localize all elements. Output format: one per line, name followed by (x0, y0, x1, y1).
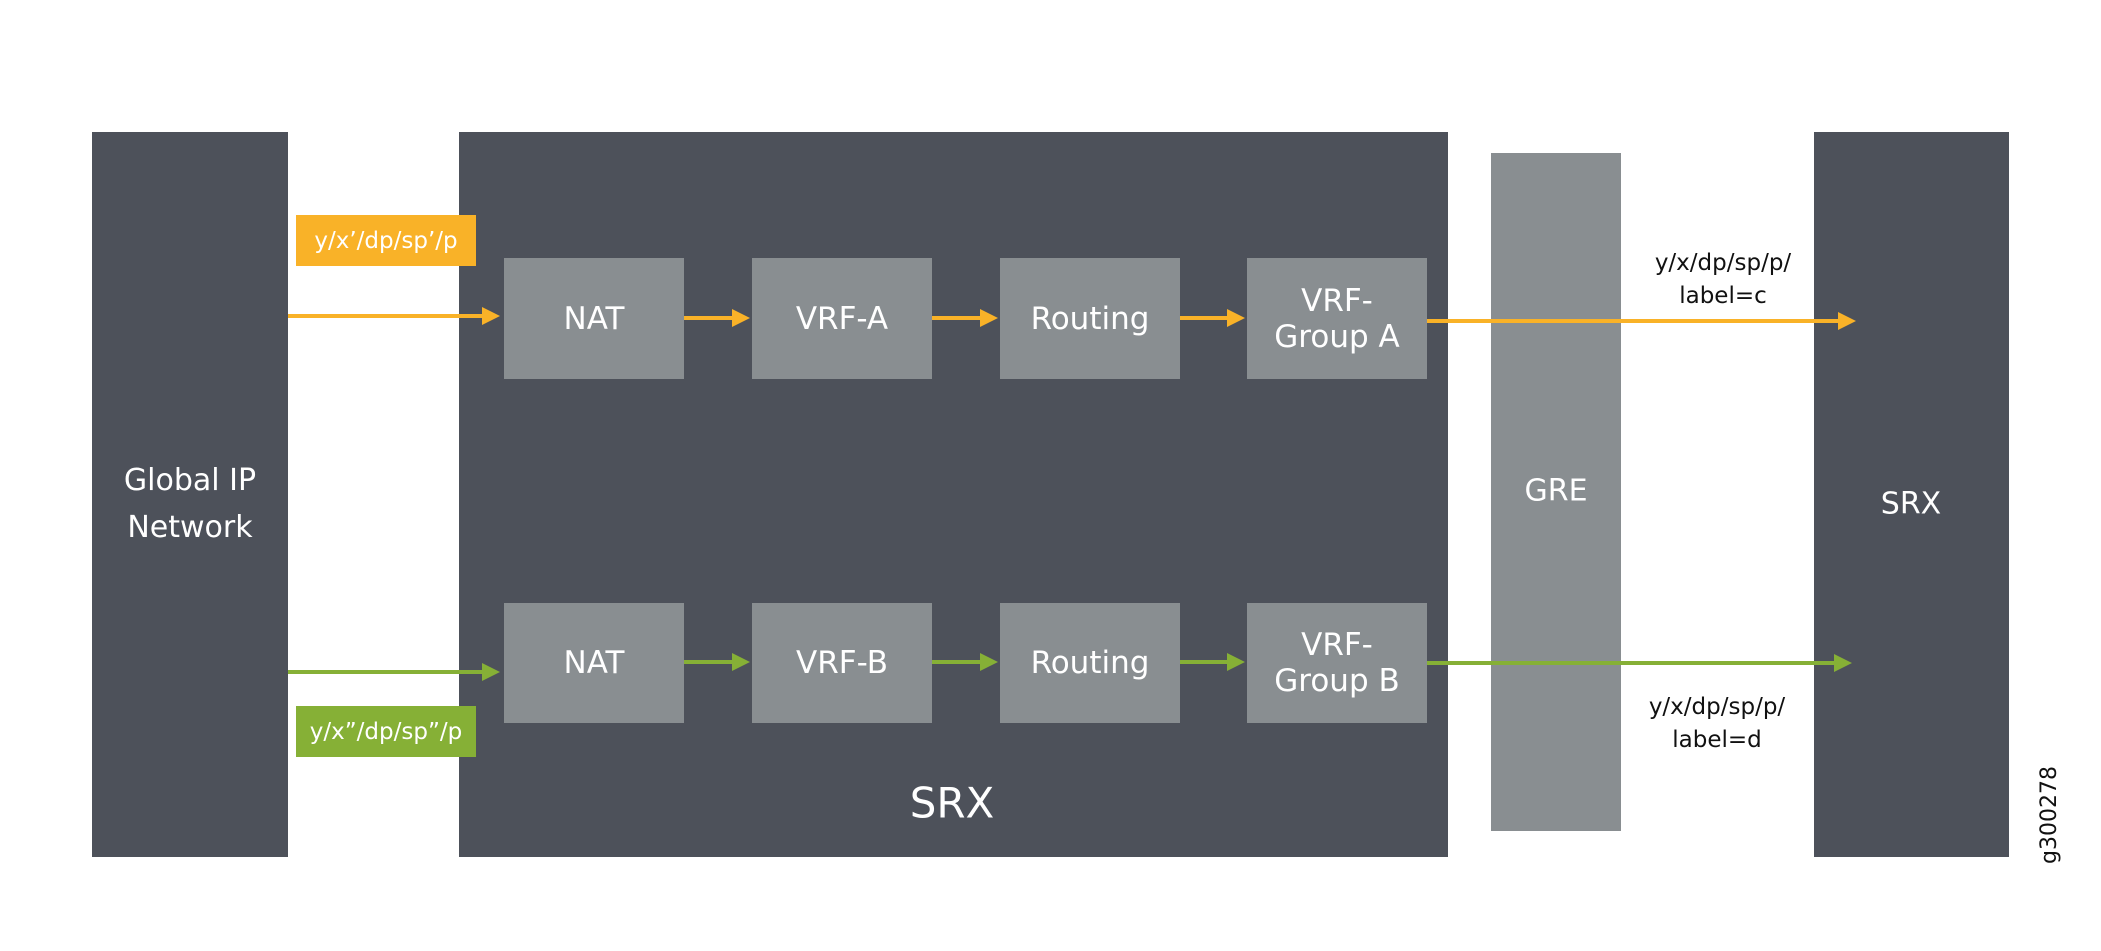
flow-b-vrf-group-b-box: VRF- Group B (1247, 603, 1427, 723)
srx-main-label: SRX (909, 778, 995, 828)
flow-b-nat-box: NAT (504, 603, 684, 723)
flow-a-arrow-vrf-to-routing (932, 309, 998, 327)
flow-a-routing-box: Routing (1000, 258, 1180, 379)
global-ip-network-label-line1: Global IP (123, 463, 257, 498)
srx-main-block: SRX (459, 132, 1448, 857)
flow-a-arrow-in-head (482, 307, 500, 325)
flow-b-input-label-text: y/x”/dp/sp”/p (309, 718, 463, 745)
flow-b-arrow-vrf-to-routing (932, 653, 998, 671)
flow-b-arrow-in (288, 663, 500, 681)
flow-a-vrf-group-a-box: VRF- Group A (1247, 258, 1427, 379)
flow-b-routing-label: Routing (1030, 645, 1150, 681)
flow-b-routing-box: Routing (1000, 603, 1180, 723)
flow-a-vrf-a-box: VRF-A (752, 258, 932, 379)
flow-b-arrow-vrf-to-routing-head (980, 653, 998, 671)
flow-b-output-label: y/x/dp/sp/p/ label=d (1649, 691, 1785, 757)
flow-b-output-label-line1: y/x/dp/sp/p/ (1648, 694, 1786, 720)
flow-b-arrow-routing-to-group (1180, 653, 1245, 671)
flow-a-output-label-line1: y/x/dp/sp/p/ (1654, 250, 1792, 276)
flow-b-arrow-in-head (482, 663, 500, 681)
flow-b-vrf-group-b-label: VRF- Group B (1274, 627, 1400, 699)
flow-a-arrow-nat-to-vrf (684, 309, 750, 327)
flow-b-nat-label: NAT (563, 645, 625, 681)
flow-a-arrow-routing-to-group-head (1227, 309, 1245, 327)
srx-remote-block: SRX (1814, 132, 2009, 857)
flow-a-output-label: y/x/dp/sp/p/ label=c (1655, 247, 1791, 313)
flow-a-nat-label: NAT (563, 300, 625, 337)
flow-b-arrow-routing-to-group-head (1227, 653, 1245, 671)
flow-a-output-label-line2: label=c (1679, 283, 1767, 309)
flow-b-arrow-nat-to-vrf (684, 653, 750, 671)
flow-b-arrow-out-head (1834, 654, 1852, 672)
global-ip-network-block: Global IP Network (92, 132, 288, 857)
flow-b-vrf-b-box: VRF-B (752, 603, 932, 723)
flow-b-input-label: y/x”/dp/sp”/p (296, 706, 476, 757)
flow-a-arrow-vrf-to-routing-head (980, 309, 998, 327)
flow-a-routing-label: Routing (1030, 300, 1150, 337)
flow-b-vrf-b-label: VRF-B (796, 645, 888, 681)
gre-label: GRE (1524, 473, 1588, 509)
flow-b-arrow-nat-to-vrf-head (732, 653, 750, 671)
gre-tunnel-block: GRE (1491, 153, 1621, 831)
flow-a-nat-box: NAT (504, 258, 684, 379)
flow-a-vrf-a-label: VRF-A (795, 300, 889, 337)
flow-b-arrow-out (1427, 654, 1852, 672)
flow-a-arrow-out-head (1838, 312, 1856, 330)
global-ip-network-label: Global IP Network (124, 457, 256, 551)
figure-id: g300278 (2037, 766, 2062, 864)
flow-a-input-label-text: y/x’/dp/sp’/p (314, 227, 458, 254)
flow-a-arrow-in (288, 307, 500, 325)
flow-a-vrf-group-a-label: VRF- Group A (1274, 282, 1400, 355)
flow-b-output-label-line2: label=d (1672, 727, 1762, 753)
flow-a-arrow-out (1427, 312, 1856, 330)
flow-a-input-label: y/x’/dp/sp’/p (296, 215, 476, 266)
flow-a-arrow-routing-to-group (1180, 309, 1245, 327)
flow-a-arrow-nat-to-vrf-head (732, 309, 750, 327)
global-ip-network-label-line2: Network (127, 510, 253, 545)
srx-remote-label: SRX (1880, 486, 1942, 522)
